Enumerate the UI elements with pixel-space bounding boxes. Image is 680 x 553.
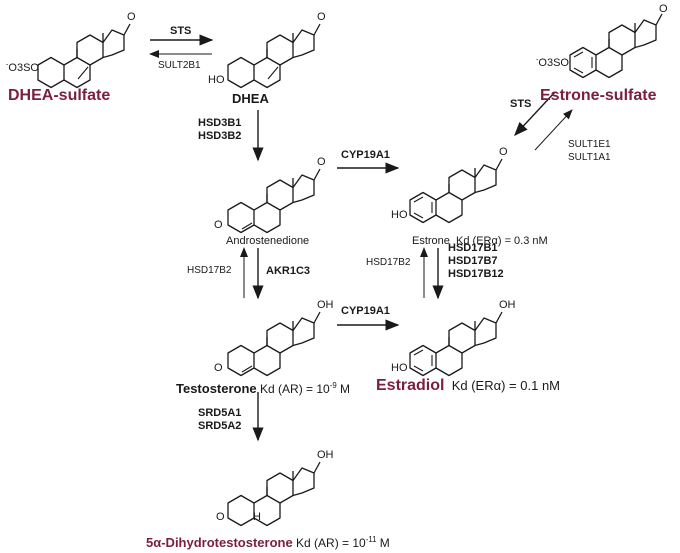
estradiol-structure bbox=[409, 311, 503, 377]
estrone-sulfate-sulfonate: -O3SO bbox=[536, 55, 569, 69]
enzyme-hsd17b2-right: HSD17B2 bbox=[366, 257, 411, 268]
enzyme-sult1a1: SULT1A1 bbox=[568, 152, 611, 163]
testosterone-structure bbox=[227, 311, 321, 377]
androstenedione-oxygen: O bbox=[317, 156, 326, 168]
compound-dht: 5α-Dihydrotestosterone Kd (AR) = 10-11 M bbox=[146, 535, 390, 550]
dhea-oxygen: O bbox=[317, 11, 326, 23]
estrone-sulfate-structure bbox=[569, 13, 663, 79]
compound-dhea-sulfate: DHEA-sulfate bbox=[8, 87, 111, 104]
dhea-sulfate-oxygen: O bbox=[127, 11, 136, 23]
testosterone-hydroxyl: OH bbox=[317, 299, 334, 311]
enzyme-sts-left: STS bbox=[170, 25, 192, 37]
estradiol-hydroxyl: OH bbox=[499, 299, 516, 311]
dhea-sulfate-sulfonate: -O3SO bbox=[6, 60, 39, 74]
compound-estrone-sulfate: Estrone-sulfate bbox=[540, 87, 657, 104]
dhea-structure bbox=[227, 23, 321, 89]
dhea-hydroxyl: HO bbox=[208, 74, 225, 86]
dht-hydroxyl: OH bbox=[317, 449, 334, 461]
enzyme-hsd3b1: HSD3B1 bbox=[198, 117, 242, 129]
enzyme-sts-right: STS bbox=[510, 98, 532, 110]
compound-testosterone: Testosterone Kd (AR) = 10-9 M bbox=[176, 381, 350, 396]
androstenedione-ketone-oxygen: O bbox=[214, 219, 223, 231]
enzyme-hsd17b7: HSD17B7 bbox=[448, 255, 498, 267]
enzyme-hsd17b12: HSD17B12 bbox=[448, 268, 504, 280]
compound-estrone: Estrone Kd (ERα) = 0.3 nM bbox=[412, 235, 548, 247]
enzyme-cyp19a1-top: CYP19A1 bbox=[341, 149, 390, 161]
enzyme-hsd17b2-left: HSD17B2 bbox=[187, 265, 232, 276]
dht-structure bbox=[227, 461, 321, 527]
compound-estradiol: Estradiol Kd (ERα) = 0.1 nM bbox=[376, 377, 561, 394]
estrone-oxygen: O bbox=[499, 146, 508, 158]
enzyme-srd5a1: SRD5A1 bbox=[198, 407, 242, 419]
estrone-structure bbox=[409, 158, 503, 224]
enzyme-cyp19a1-mid: CYP19A1 bbox=[341, 305, 390, 317]
enzyme-sult1e1: SULT1E1 bbox=[568, 139, 611, 150]
enzyme-akr1c3: AKR1C3 bbox=[266, 265, 311, 277]
testosterone-ketone-oxygen: O bbox=[214, 362, 223, 374]
compound-androstenedione: Androstenedione bbox=[226, 235, 310, 247]
estrone-sulfate-oxygen: O bbox=[659, 3, 668, 15]
estradiol-phenol-hydroxyl: HO bbox=[391, 362, 408, 374]
arrow-sts-right bbox=[514, 91, 556, 137]
dht-ketone-oxygen: O bbox=[216, 511, 225, 523]
enzyme-srd5a2: SRD5A2 bbox=[198, 420, 242, 432]
dhea-sulfate-structure bbox=[37, 23, 131, 89]
enzyme-sult2b1: SULT2B1 bbox=[158, 60, 201, 71]
compound-dhea: DHEA bbox=[232, 91, 269, 106]
enzyme-hsd3b2: HSD3B2 bbox=[198, 130, 242, 142]
enzyme-hsd17b1: HSD17B1 bbox=[448, 242, 498, 254]
estrone-hydroxyl: HO bbox=[391, 209, 408, 221]
arrow-sult1-back bbox=[534, 109, 573, 151]
androstenedione-structure bbox=[227, 168, 321, 234]
dht-hydrogen: H bbox=[253, 511, 261, 523]
